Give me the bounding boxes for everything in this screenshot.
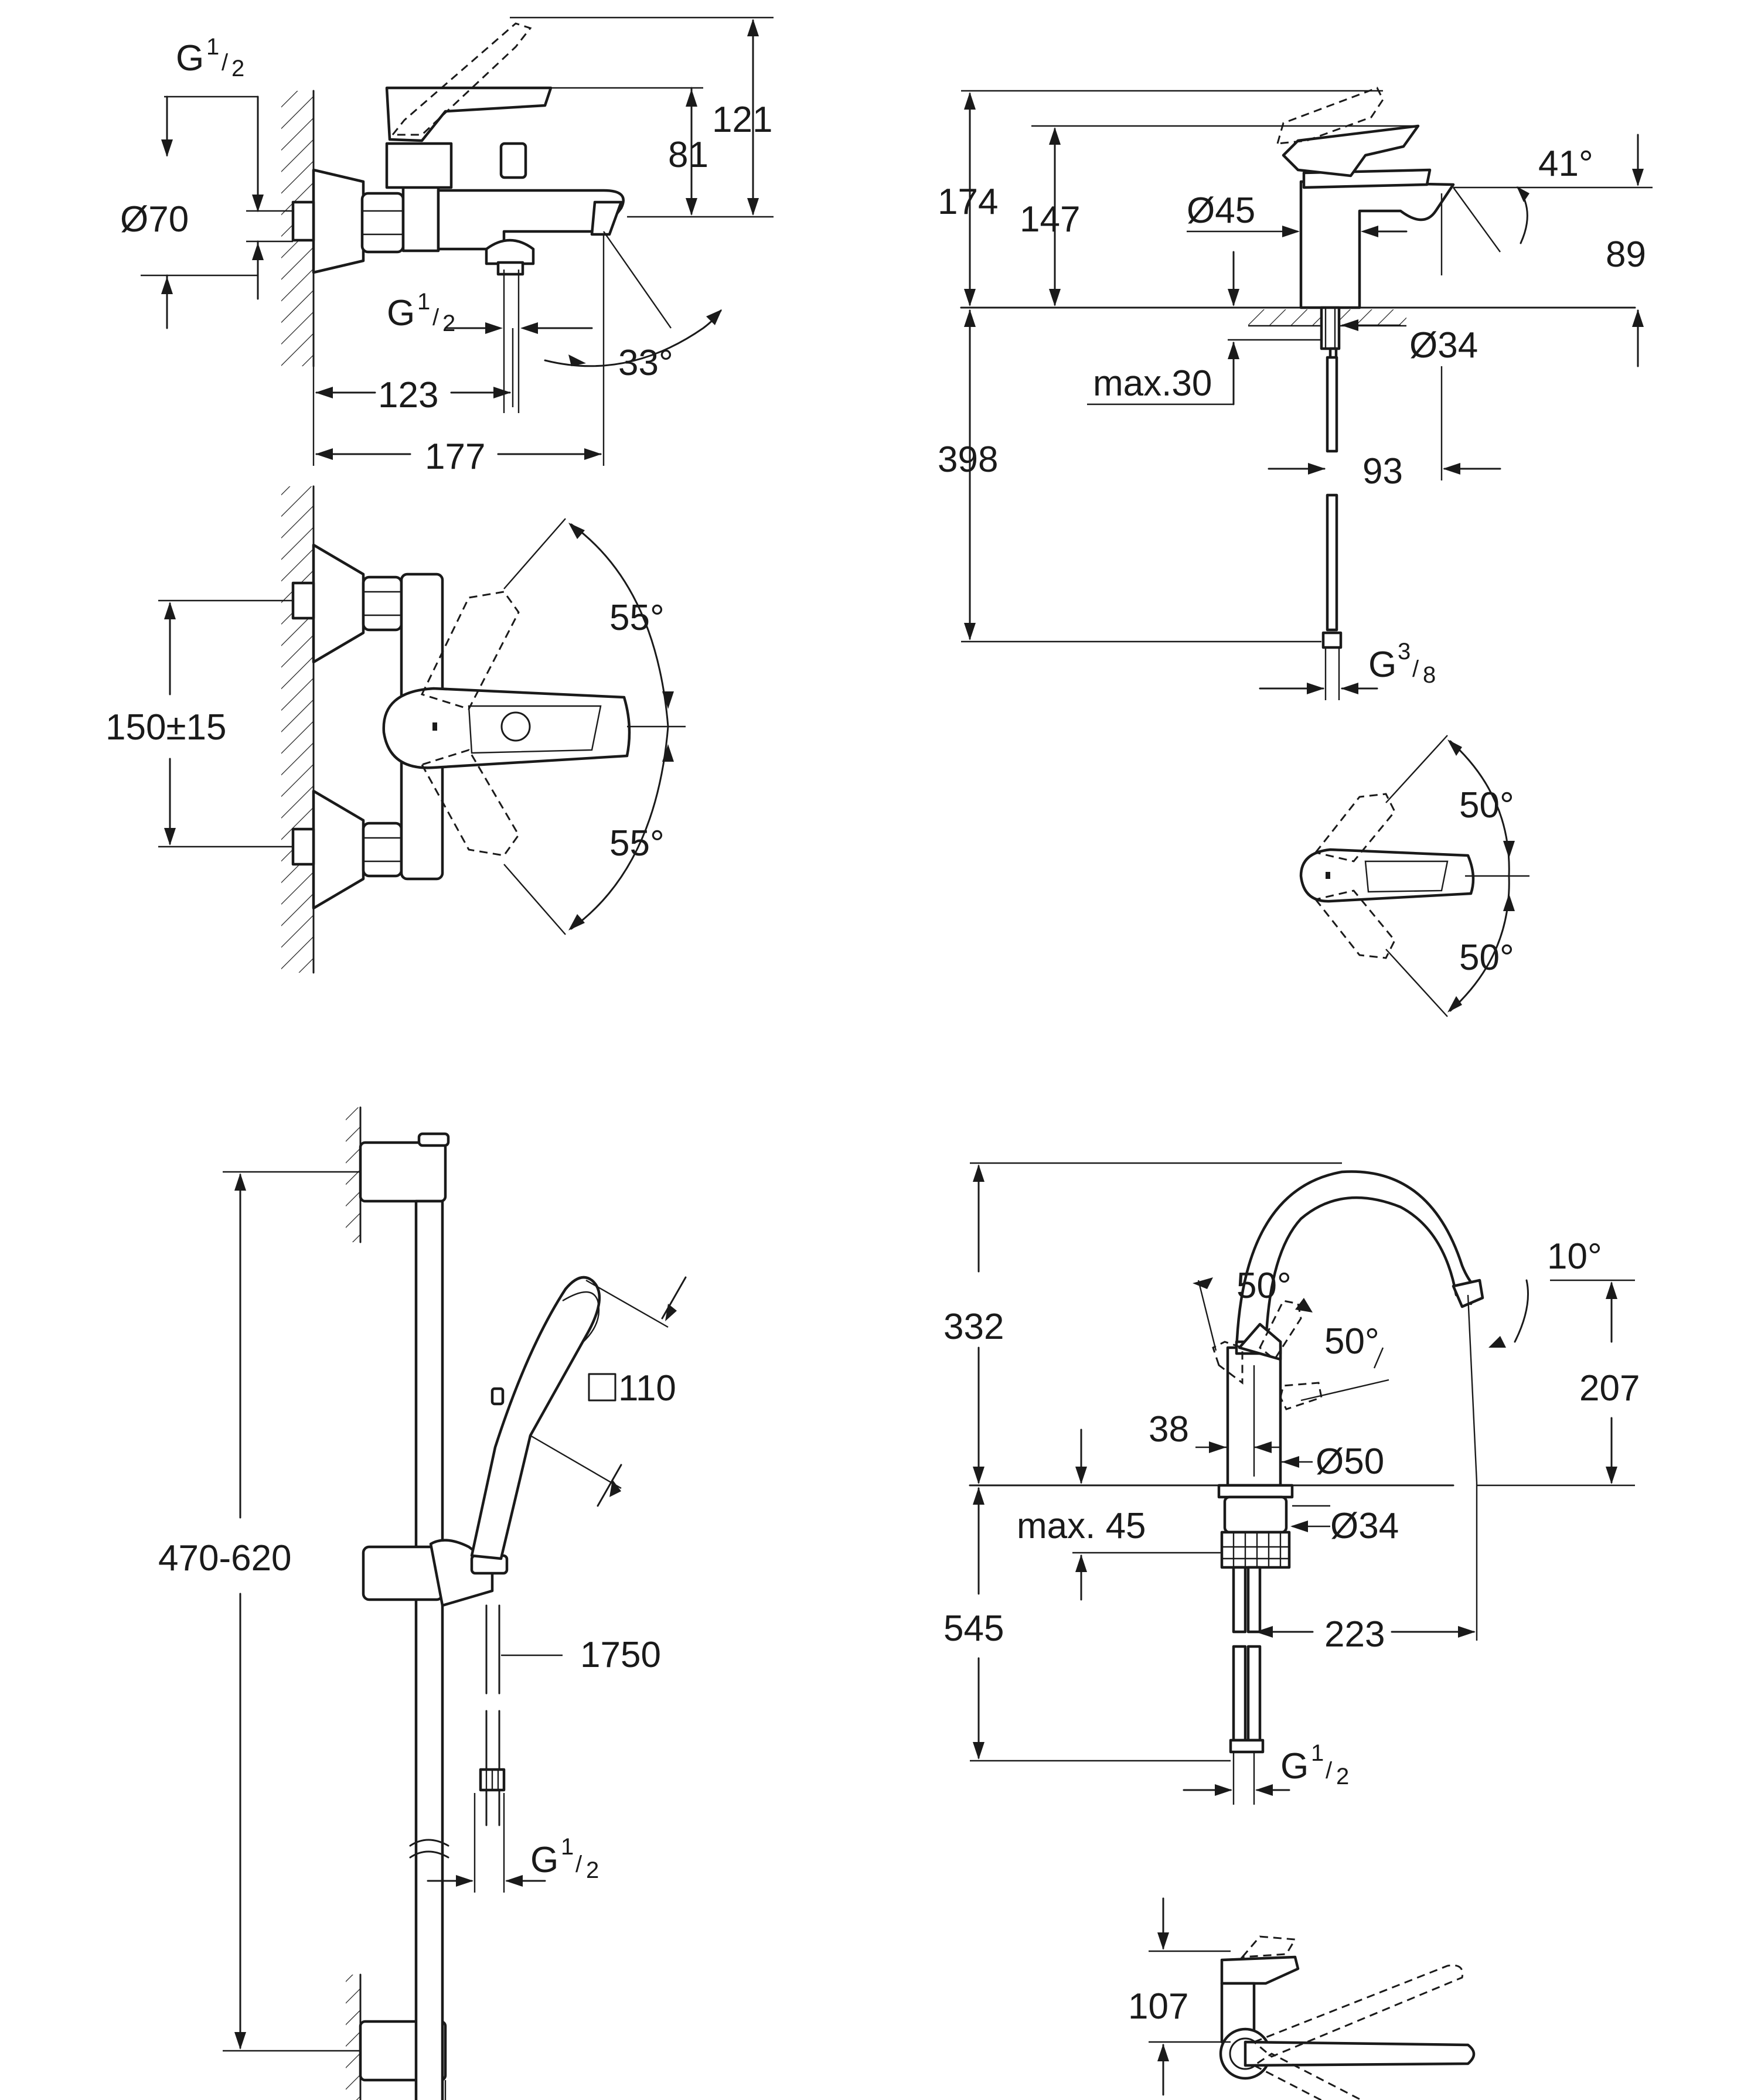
wall-hatching (346, 1107, 360, 1242)
angle-33: 33° (618, 343, 673, 383)
dim-398: 398 (938, 439, 998, 480)
angle-10: 10° (1547, 1236, 1602, 1277)
thread-g-shower: G (530, 1840, 558, 1880)
angle-55-down: 55° (609, 823, 665, 864)
basin-mixer-side-view: 174 147 Ø45 41° 89 Ø34 max.30 (938, 87, 1653, 700)
bath-mixer-side-view: 121 81 G 1 / 2 Ø70 G 1 / 2 33° (120, 16, 774, 477)
dim-81: 81 (668, 135, 708, 175)
svg-text:2: 2 (231, 56, 244, 81)
wall-hatching (281, 486, 314, 973)
dim-207: 207 (1579, 1368, 1640, 1409)
dim-38: 38 (1149, 1409, 1189, 1450)
dim-332: 332 (943, 1307, 1004, 1347)
lever-angle-50-a: 50° (1236, 1266, 1292, 1306)
sink-mixer-view: 332 10° 207 50° 50° 38 Ø50 (943, 1162, 1640, 2100)
svg-text:/: / (1326, 1758, 1333, 1784)
dim-93: 93 (1362, 451, 1403, 492)
svg-text:2: 2 (1336, 1764, 1349, 1789)
dim-diameter-50: Ø50 (1316, 1441, 1384, 1482)
angle-50-down: 50° (1459, 938, 1514, 978)
svg-text:/: / (575, 1852, 582, 1877)
svg-text:2: 2 (442, 311, 455, 336)
svg-text:2: 2 (586, 1857, 599, 1883)
shower-rail-view: 470-620 110 1750 G 1 / 2 61 (158, 1106, 687, 2100)
svg-text:1: 1 (561, 1834, 574, 1860)
dim-61: 61 (380, 2095, 420, 2100)
dim-123: 123 (378, 375, 438, 415)
bath-mixer-front-view: 150±15 55° 55° (105, 485, 686, 974)
dim-177: 177 (425, 437, 485, 477)
dim-107: 107 (1128, 1986, 1188, 2027)
basin-mixer-top-view: 50° 50° (1299, 735, 1529, 1017)
dim-223: 223 (1324, 1614, 1385, 1655)
angle-50-up: 50° (1459, 785, 1514, 826)
dim-545: 545 (943, 1608, 1004, 1649)
dim-470-620: 470-620 (158, 1538, 292, 1579)
dim-diameter-34: Ø34 (1330, 1506, 1399, 1546)
lever-angle-50-b: 50° (1324, 1321, 1379, 1362)
wall-hatching (346, 1975, 360, 2100)
dim-head-110: 110 (618, 1368, 676, 1409)
dim-diameter-45: Ø45 (1187, 190, 1255, 231)
svg-text:8: 8 (1423, 662, 1436, 688)
dim-max-45: max. 45 (1017, 1506, 1146, 1546)
dim-174: 174 (938, 182, 998, 222)
dim-147: 147 (1020, 199, 1080, 240)
svg-text:3: 3 (1398, 639, 1411, 664)
dim-diameter-70: Ø70 (120, 199, 189, 240)
thread-g-sink: G (1280, 1746, 1309, 1787)
thread-g-3-8: G (1368, 645, 1396, 685)
svg-text:/: / (222, 50, 229, 76)
dim-150-15: 150±15 (105, 707, 226, 748)
dim-89: 89 (1606, 234, 1646, 275)
dim-max-30: max.30 (1093, 363, 1212, 404)
svg-text:1: 1 (1311, 1740, 1324, 1766)
thread-g-top: G (176, 38, 204, 79)
svg-text:/: / (432, 305, 440, 330)
svg-text:1: 1 (417, 289, 430, 315)
dim-121: 121 (712, 100, 772, 140)
square-symbol (588, 1373, 616, 1402)
angle-41: 41° (1538, 144, 1593, 184)
svg-text:1: 1 (206, 34, 219, 60)
dim-diameter-34: Ø34 (1409, 325, 1478, 366)
thread-g-bottom: G (387, 293, 415, 333)
angle-55-up: 55° (609, 598, 665, 638)
dim-hose-1750: 1750 (580, 1635, 661, 1675)
svg-text:/: / (1412, 656, 1419, 682)
